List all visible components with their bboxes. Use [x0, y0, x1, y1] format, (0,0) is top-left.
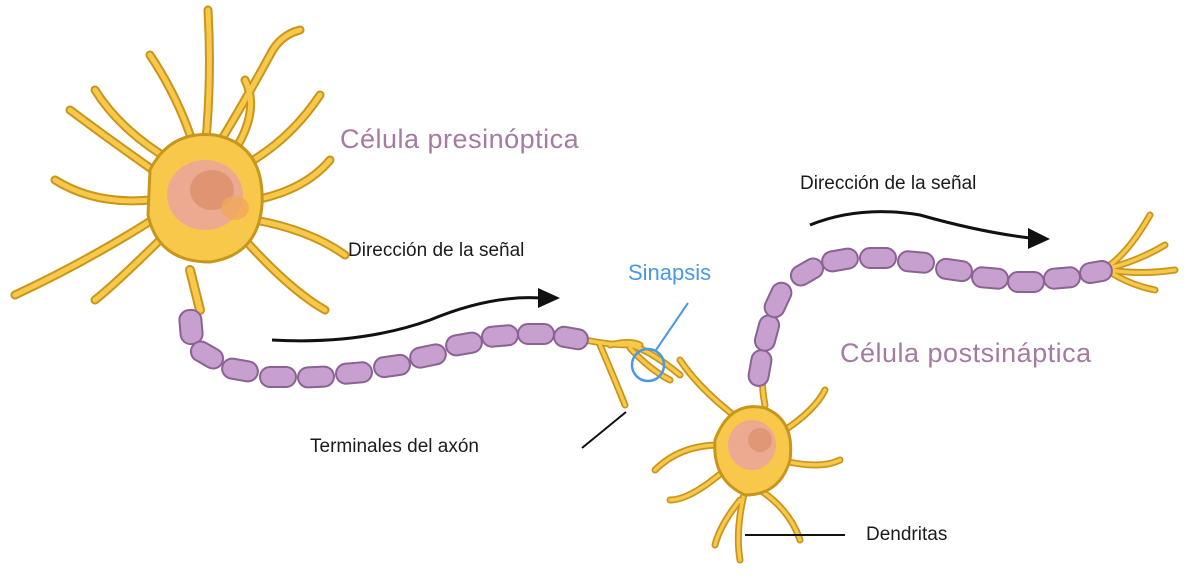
postsynaptic-dendrites-fill	[653, 358, 842, 562]
postsynaptic-soma	[713, 405, 793, 497]
synapse-label: Sinapsis	[628, 260, 712, 285]
signal-direction-label-2: Dirección de la señal	[800, 173, 977, 194]
synapse-circle-icon	[630, 302, 689, 383]
arrow-right-icon	[271, 288, 560, 343]
presynaptic-soma	[146, 132, 264, 315]
postsynaptic-axon	[747, 247, 1113, 387]
signal-direction-label-1: Dirección de la señal	[348, 240, 525, 261]
axon-terminals-label: Terminales del axón	[310, 436, 479, 457]
presynaptic-cell-label: Célula presinóptica	[340, 124, 580, 154]
presynaptic-axon	[178, 308, 589, 389]
dendrites-label: Dendritas	[866, 524, 948, 545]
right-terminals-fill	[1108, 213, 1177, 292]
arrow-right-icon	[809, 210, 1050, 249]
postsynaptic-cell-label: Célula postsináptica	[840, 338, 1092, 368]
axon-terminals-leader	[581, 411, 627, 449]
